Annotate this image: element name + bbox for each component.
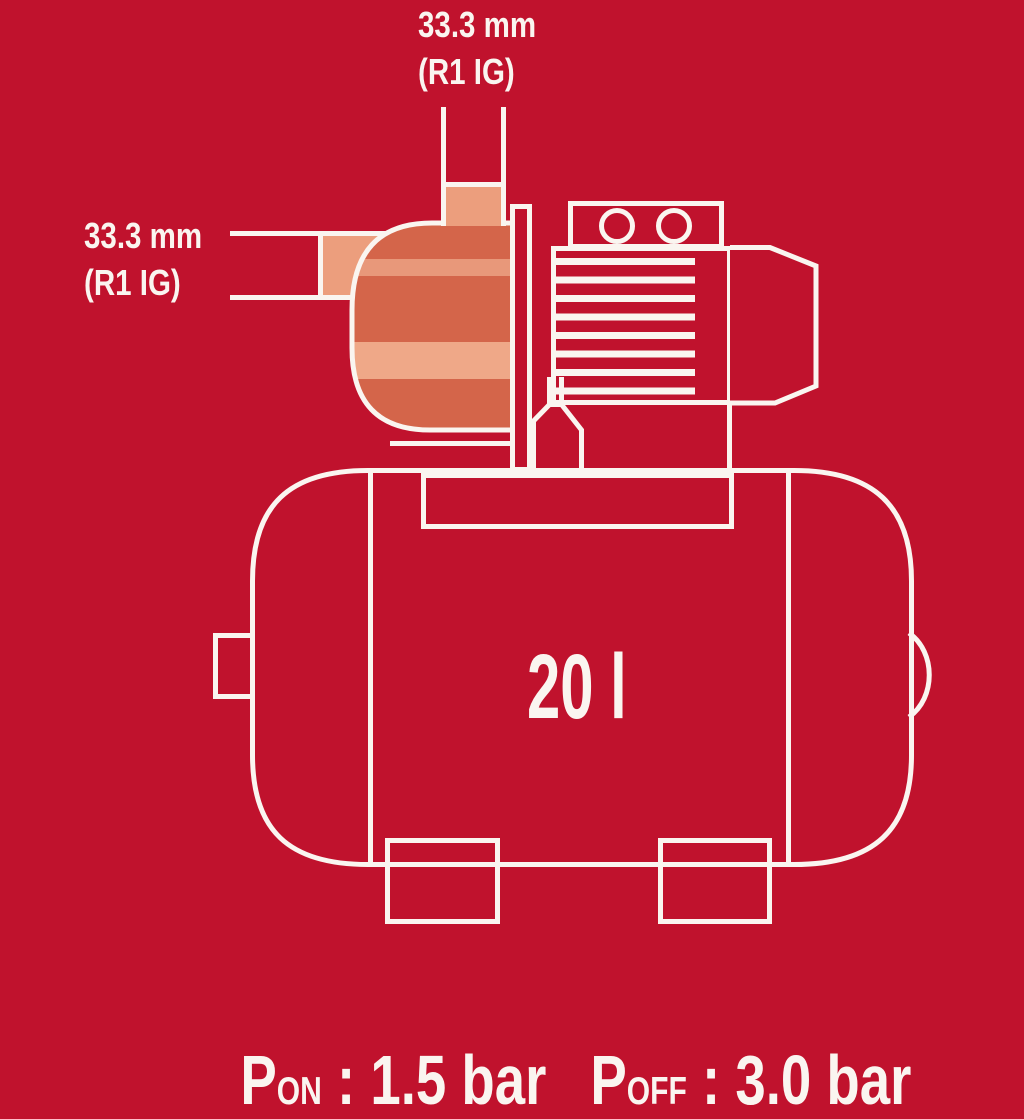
inlet-dimension-label: 33.3 mm (R1 IG) xyxy=(84,212,202,306)
pressure-on-label: PON : 1.5 bar xyxy=(210,975,546,1115)
outlet-port xyxy=(443,184,504,226)
pressure-off-symbol: P xyxy=(590,1041,627,1119)
pressure-on-value: : 1.5 bar xyxy=(321,1041,547,1119)
pressure-on-subscript: ON xyxy=(276,1070,322,1113)
outlet-dimension-lines xyxy=(441,107,506,184)
motor-end-cap xyxy=(730,245,819,406)
pressure-off-label: POFF : 3.0 bar xyxy=(560,975,911,1115)
tank-right-bump xyxy=(907,630,932,720)
tank-body xyxy=(250,468,914,867)
outlet-dimension-size: 33.3 mm xyxy=(418,4,537,45)
tank-capacity-label: 20 l xyxy=(527,636,627,738)
pressure-pipe xyxy=(547,377,564,406)
inlet-dimension-thread: (R1 IG) xyxy=(84,262,181,303)
motor-terminal-box xyxy=(568,201,724,249)
pressure-switch xyxy=(531,402,584,470)
tank-bracket xyxy=(421,473,734,529)
motor-body xyxy=(551,246,732,405)
pressure-off-value: : 3.0 bar xyxy=(686,1041,912,1119)
terminal-screw-left xyxy=(599,208,635,244)
terminal-screw-right xyxy=(656,208,692,244)
inlet-dimension-size: 33.3 mm xyxy=(84,215,203,256)
pressure-off-subscript: OFF xyxy=(626,1070,687,1113)
product-infographic: { "colors": { "background": "#C0122D", "… xyxy=(84,1,932,1115)
outlet-dimension-label: 33.3 mm (R1 IG) xyxy=(418,1,536,95)
outlet-port-outline xyxy=(441,182,506,226)
tank-left-stub xyxy=(213,633,258,699)
pump-housing xyxy=(349,220,513,433)
pump-flange xyxy=(510,204,532,472)
tank-foot-right xyxy=(658,838,772,924)
pump-line-drawing xyxy=(213,107,932,924)
pressure-on-symbol: P xyxy=(240,1041,277,1119)
outlet-dimension-thread: (R1 IG) xyxy=(418,51,515,92)
motor-cooling-fins xyxy=(555,258,695,395)
tank-foot-left xyxy=(385,838,500,924)
